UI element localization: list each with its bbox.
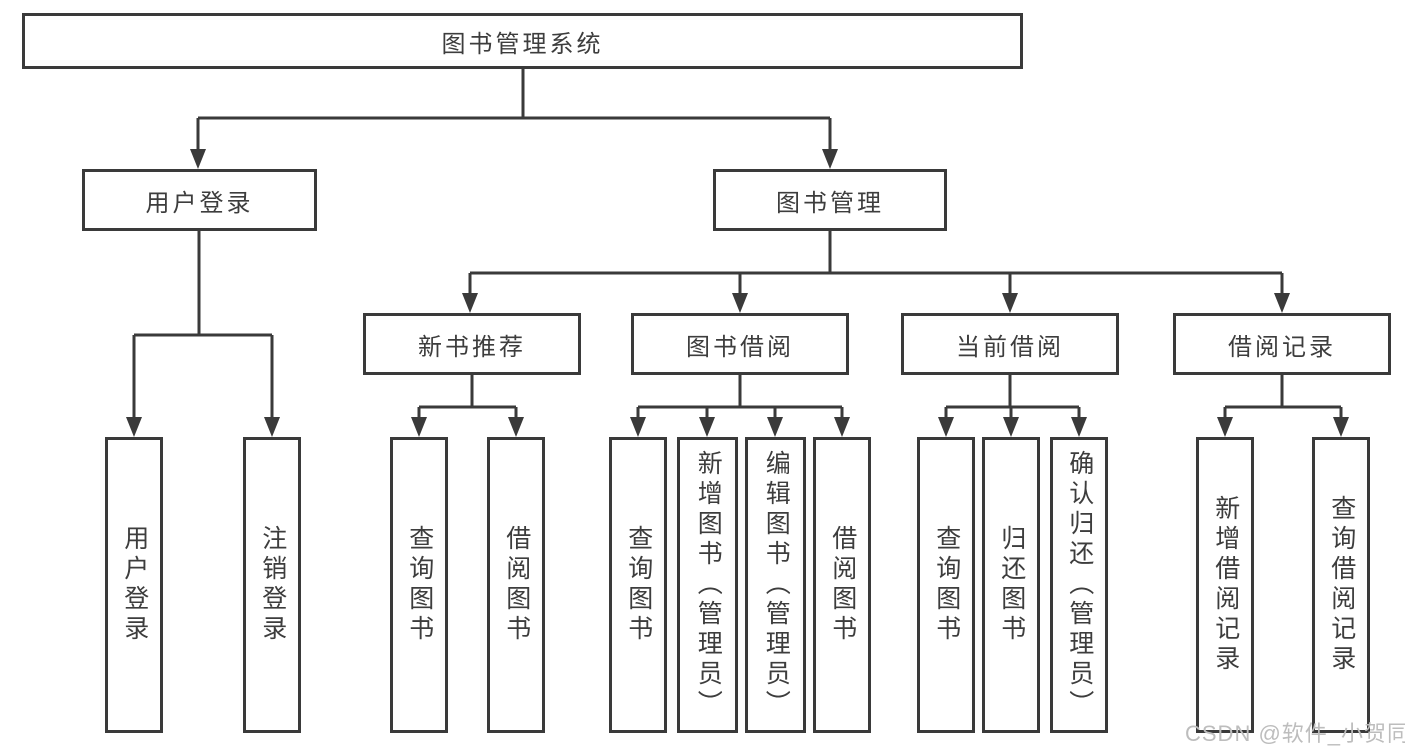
connector-book-management-branch [468,231,1284,296]
leaf-add-book-admin-label: 新增图书（管理员） [694,450,723,720]
leaf-borrow-books-recommend: 借阅图书 [487,437,545,733]
leaf-query-borrow-record-label: 查询借阅记录 [1327,495,1356,675]
arrow-down-icon [767,417,783,437]
arrow-down-icon [462,293,478,313]
node-borrow-records: 借阅记录 [1173,313,1391,375]
arrow-down-icon [822,149,838,169]
arrow-down-icon [411,417,427,437]
leaf-query-books-current: 查询图书 [917,437,975,733]
arrow-down-icon [1217,417,1233,437]
arrow-down-icon [126,417,142,437]
leaf-query-books-borrow: 查询图书 [609,437,667,733]
watermark-text: CSDN @软件_小贺同学 [1185,721,1405,746]
leaf-user-login: 用户登录 [105,437,163,733]
leaf-logout-label: 注销登录 [258,525,287,645]
arrow-down-icon [508,417,524,437]
leaf-query-books-recommend-label: 查询图书 [405,525,434,645]
leaf-return-books: 归还图书 [982,437,1040,733]
arrow-down-icon [190,149,206,169]
arrow-down-icon [1274,293,1290,313]
connector-book-borrow-branch [636,375,844,420]
arrow-down-icon [732,293,748,313]
arrow-down-icon [938,417,954,437]
node-book-borrow: 图书借阅 [631,313,849,375]
arrow-down-icon [699,417,715,437]
leaf-add-book-admin: 新增图书（管理员） [677,437,738,733]
leaf-edit-book-admin: 编辑图书（管理员） [745,437,806,733]
arrow-down-icon [264,417,280,437]
connector-new-book-branch [417,375,518,420]
arrow-down-icon [1003,417,1019,437]
connector-root-branch [196,69,832,152]
arrow-down-icon [630,417,646,437]
leaf-return-books-label: 归还图书 [997,525,1026,645]
leaf-query-books-borrow-label: 查询图书 [624,525,653,645]
connector-current-borrow-branch [944,375,1081,420]
arrow-down-icon [1071,417,1087,437]
leaf-edit-book-admin-label: 编辑图书（管理员） [762,450,791,720]
leaf-add-borrow-record-label: 新增借阅记录 [1211,495,1240,675]
connector-borrow-records-branch [1223,375,1343,420]
leaf-confirm-return-admin-label: 确认归还（管理员） [1065,450,1094,720]
leaf-query-books-current-label: 查询图书 [932,525,961,645]
leaf-borrow-books-label: 借阅图书 [828,525,857,645]
leaf-user-login-label: 用户登录 [120,525,149,645]
node-user-login: 用户登录 [82,169,317,231]
arrow-down-icon [1002,293,1018,313]
arrow-down-icon [1333,417,1349,437]
arrow-down-icon [834,417,850,437]
leaf-logout: 注销登录 [243,437,301,733]
node-current-borrow: 当前借阅 [901,313,1119,375]
leaf-query-borrow-record: 查询借阅记录 [1312,437,1370,733]
leaf-confirm-return-admin: 确认归还（管理员） [1050,437,1108,733]
node-root-system: 图书管理系统 [22,13,1023,69]
node-book-management: 图书管理 [713,169,947,231]
node-new-book-recommend: 新书推荐 [363,313,581,375]
connector-user-login-branch [132,231,274,420]
leaf-query-books-recommend: 查询图书 [390,437,448,733]
leaf-borrow-books: 借阅图书 [813,437,871,733]
leaf-borrow-books-recommend-label: 借阅图书 [502,525,531,645]
leaf-add-borrow-record: 新增借阅记录 [1196,437,1254,733]
